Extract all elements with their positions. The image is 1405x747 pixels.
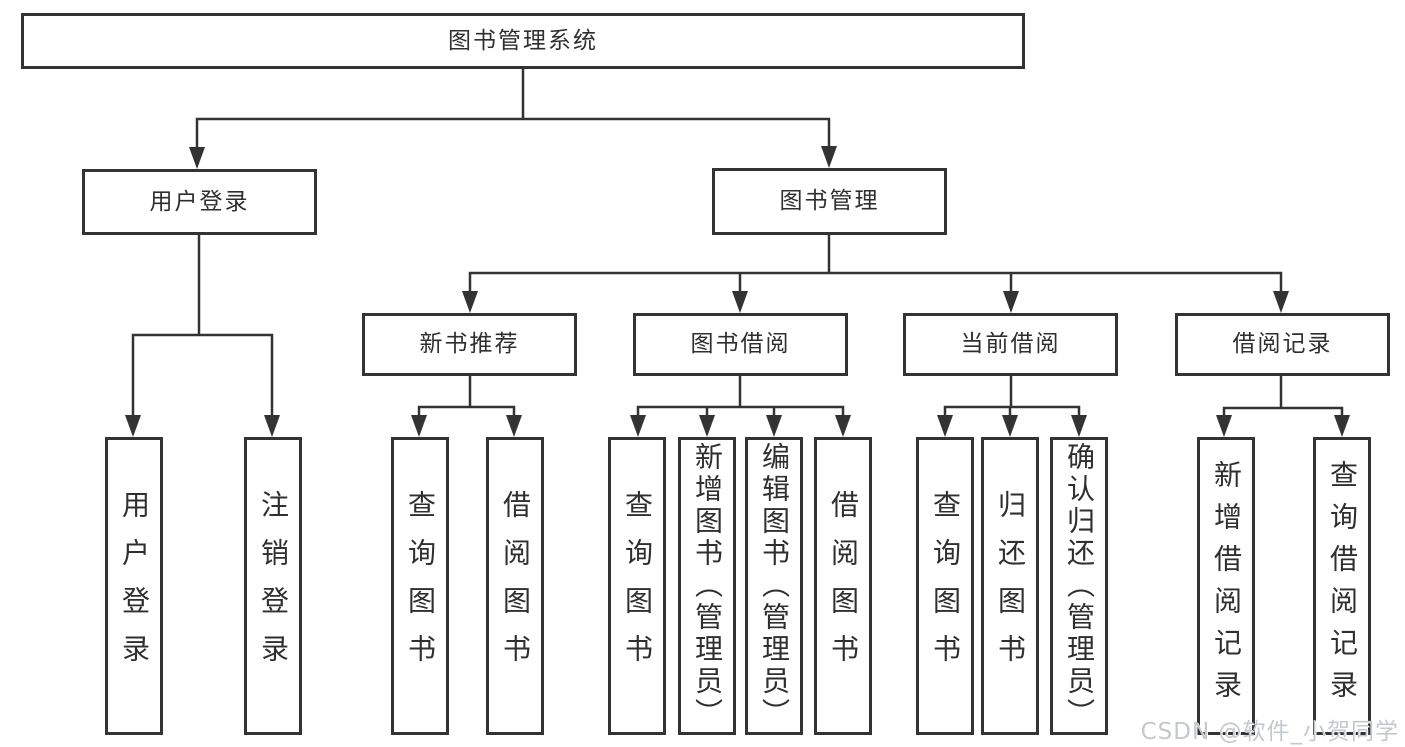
node-leaf-borrow-books: 借阅图书 [814, 437, 872, 735]
arrowhead-icon [937, 415, 953, 437]
arrowhead-icon [1071, 415, 1087, 437]
node-leaf-add-books-admin: 新增图书（管理员） [678, 437, 736, 735]
arrowhead-icon [125, 415, 141, 437]
node-leaf-confirm-return-admin: 确认归还（管理员） [1050, 437, 1108, 735]
csdn-watermark: CSDN @软件_小贺同学 [1140, 719, 1399, 745]
arrowhead-icon [630, 415, 646, 437]
node-leaf-query-books-borrow: 查询图书 [608, 437, 666, 735]
arrowhead-icon [1003, 291, 1019, 313]
node-leaf-return-books: 归还图书 [981, 437, 1039, 735]
arrowhead-icon [1002, 415, 1018, 437]
node-leaf-query-books-recommend-label: 查询图书 [404, 490, 437, 682]
arrowhead-icon [821, 146, 837, 168]
node-leaf-user-login: 用户登录 [105, 437, 163, 735]
node-current-borrow: 当前借阅 [903, 313, 1118, 376]
fork-user-login [131, 233, 274, 422]
node-leaf-borrow-books-recommend-label: 借阅图书 [499, 490, 532, 682]
node-new-book-recommend: 新书推荐 [362, 313, 577, 376]
node-leaf-query-books-borrow-label: 查询图书 [621, 490, 654, 682]
node-leaf-user-login-label: 用户登录 [118, 490, 151, 682]
node-leaf-query-books-current: 查询图书 [916, 437, 974, 735]
node-current-borrow-label: 当前借阅 [960, 331, 1061, 357]
node-user-login: 用户登录 [82, 169, 317, 235]
node-leaf-edit-books-admin-label: 编辑图书（管理员） [758, 442, 791, 730]
fork-borrow-records [1222, 374, 1344, 422]
arrowhead-icon [189, 147, 205, 169]
node-leaf-borrow-books-recommend: 借阅图书 [486, 437, 544, 735]
node-leaf-query-books-current-label: 查询图书 [929, 490, 962, 682]
arrowhead-icon [835, 415, 851, 437]
node-leaf-add-borrow-record-label: 新增借阅记录 [1210, 460, 1243, 712]
node-leaf-query-borrow-record: 查询借阅记录 [1313, 437, 1371, 735]
fork-book-management [468, 233, 1283, 298]
node-user-login-label: 用户登录 [149, 188, 250, 215]
node-leaf-logout-login-label: 注销登录 [257, 490, 290, 682]
arrowhead-icon [462, 291, 478, 313]
arrowhead-icon [732, 291, 748, 313]
node-new-book-recommend-label: 新书推荐 [419, 331, 520, 357]
arrowhead-icon [506, 415, 522, 437]
node-borrow-records-label: 借阅记录 [1232, 331, 1333, 357]
node-borrow-records: 借阅记录 [1175, 313, 1390, 376]
node-leaf-edit-books-admin: 编辑图书（管理员） [745, 437, 803, 735]
arrowhead-icon [264, 415, 280, 437]
node-book-borrow: 图书借阅 [633, 313, 848, 376]
arrowhead-icon [699, 415, 715, 437]
node-leaf-confirm-return-admin-label: 确认归还（管理员） [1063, 442, 1096, 730]
node-book-management-label: 图书管理 [779, 188, 880, 214]
node-leaf-query-books-recommend: 查询图书 [391, 437, 449, 735]
arrowhead-icon [411, 415, 427, 437]
node-book-borrow-label: 图书借阅 [690, 331, 791, 357]
fork-new-book-recommend [417, 374, 516, 422]
arrowhead-icon [1216, 415, 1232, 437]
fork-root [195, 67, 831, 154]
arrowhead-icon [1334, 415, 1350, 437]
arrowhead-icon [1273, 291, 1289, 313]
node-leaf-borrow-books-label: 借阅图书 [827, 490, 860, 682]
node-leaf-logout-login: 注销登录 [244, 437, 302, 735]
arrowheads [125, 146, 1350, 437]
fork-book-borrow [636, 374, 845, 422]
node-leaf-return-books-label: 归还图书 [994, 490, 1027, 682]
fork-current-borrow [943, 374, 1081, 422]
node-leaf-query-borrow-record-label: 查询借阅记录 [1326, 460, 1359, 712]
node-root-label: 图书管理系统 [448, 27, 598, 54]
node-book-management: 图书管理 [712, 168, 947, 235]
node-leaf-add-books-admin-label: 新增图书（管理员） [691, 442, 724, 730]
arrowhead-icon [766, 415, 782, 437]
node-leaf-add-borrow-record: 新增借阅记录 [1197, 437, 1255, 735]
node-root: 图书管理系统 [21, 13, 1025, 69]
